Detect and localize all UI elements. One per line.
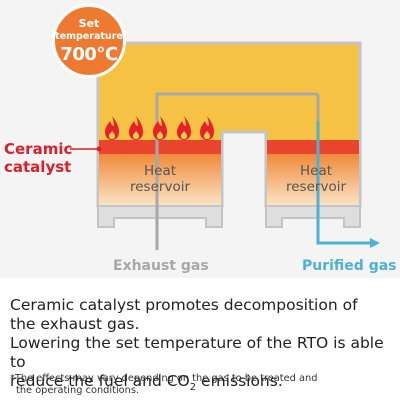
flame-icons (105, 116, 214, 140)
flame-icon (200, 116, 214, 140)
ceramic-catalyst-line-1: Ceramic (4, 140, 73, 158)
heat-reservoir-left-label: Heat reservoir (120, 163, 200, 195)
rto-diagram (70, 41, 380, 250)
footnote-line-2: the operating conditions. (16, 385, 140, 396)
set-temperature-badge: Set temperature 700℃ (52, 4, 126, 78)
flame-icon (129, 116, 143, 140)
heat-reservoir-right-line-1: Heat (299, 163, 333, 179)
heat-reservoir-right-block (267, 154, 359, 205)
ceramic-catalyst-line-2: catalyst (4, 158, 72, 176)
badge-line-2: temperature (55, 31, 123, 42)
purified-arrow-head (370, 238, 380, 248)
purified-gas-label: Purified gas (302, 258, 397, 274)
description-line-4-pre: reduce the fuel and CO (10, 372, 190, 390)
footnote: *The effects may vary depending on the g… (10, 373, 398, 397)
co2-subscript: 2 (189, 382, 197, 394)
flame-icon (105, 116, 119, 140)
flame-icon (177, 116, 191, 140)
exhaust-flow-line (155, 92, 318, 250)
purified-flow-line-blue (316, 121, 372, 245)
ceramic-catalyst-label: Ceramic catalyst (4, 140, 72, 176)
badge-temperature-value: 700℃ (60, 44, 118, 65)
description-line-3: Lowering the set temperature of the RTO … (10, 334, 384, 371)
description-line-4: reduce the fuel and CO2 emissions. (10, 372, 398, 397)
catalyst-layer-right (267, 140, 359, 154)
flame-icon (153, 116, 167, 140)
bottom-box-left (97, 205, 223, 228)
description-text: Ceramic catalyst promotes decomposition … (10, 296, 398, 397)
description-line-1: Ceramic catalyst promotes decomposition … (10, 296, 358, 314)
footnote-line-1: *The effects may vary depending on the g… (10, 373, 318, 384)
heat-reservoir-left-block (99, 154, 221, 205)
heat-reservoir-right-line-2: reservoir (286, 179, 346, 195)
catalyst-layer-left (99, 140, 221, 154)
heat-reservoir-left-line-1: Heat (143, 163, 177, 179)
badge-line-1: Set (78, 17, 100, 30)
exhaust-gas-label: Exhaust gas (113, 258, 209, 274)
heat-reservoir-left-line-2: reservoir (130, 179, 190, 195)
bottom-box-right (265, 205, 361, 228)
description-line-4-post: emissions. (196, 372, 283, 390)
description-line-2: the exhaust gas. (10, 315, 140, 333)
heat-reservoir-right-label: Heat reservoir (276, 163, 356, 195)
catalyst-pointer-dot (96, 146, 102, 152)
